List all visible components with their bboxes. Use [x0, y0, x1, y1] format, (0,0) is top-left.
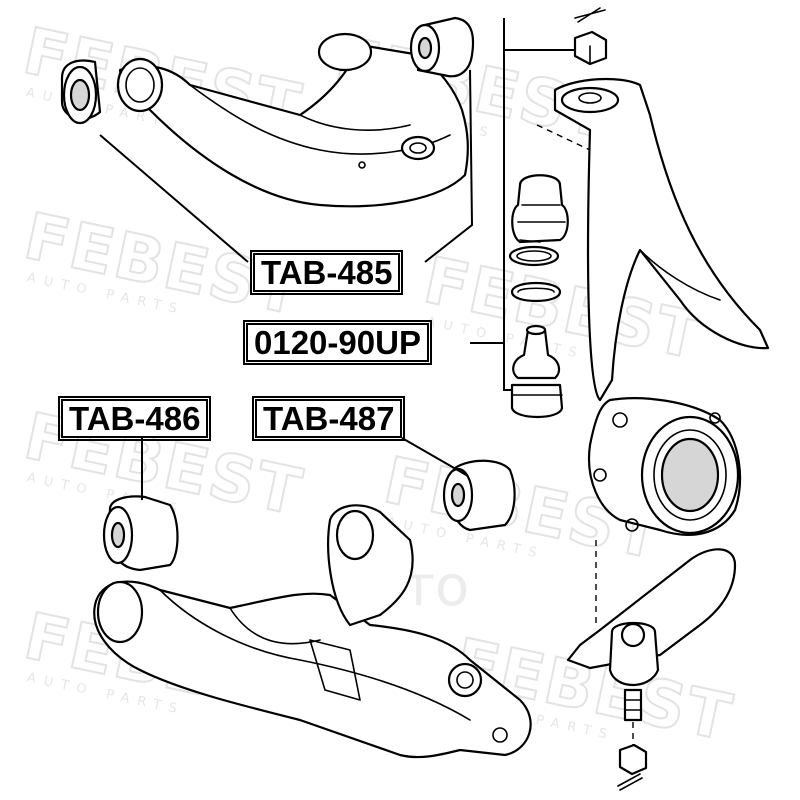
upper-bushing-left: [60, 59, 102, 125]
steering-knuckle: [553, 77, 770, 625]
upper-ball-joint-kit: [503, 7, 608, 418]
upper-bushing-right: [409, 16, 475, 78]
leader-tab-485-left: [99, 134, 249, 263]
lower-bushing-rear: [442, 459, 516, 532]
label-0120-90up: 0120-90UP: [243, 320, 432, 365]
label-tab-487: TAB-487: [251, 396, 406, 441]
lower-bushing-front: [102, 495, 179, 572]
lower-ball-joint: [566, 548, 737, 791]
lower-control-arm: [93, 504, 532, 759]
leader-tab-485-right: [424, 69, 474, 263]
label-tab-486: TAB-486: [57, 396, 212, 441]
leader-tab-487: [401, 437, 469, 477]
label-tab-485: TAB-485: [249, 250, 404, 295]
upper-control-arm: [116, 32, 469, 208]
